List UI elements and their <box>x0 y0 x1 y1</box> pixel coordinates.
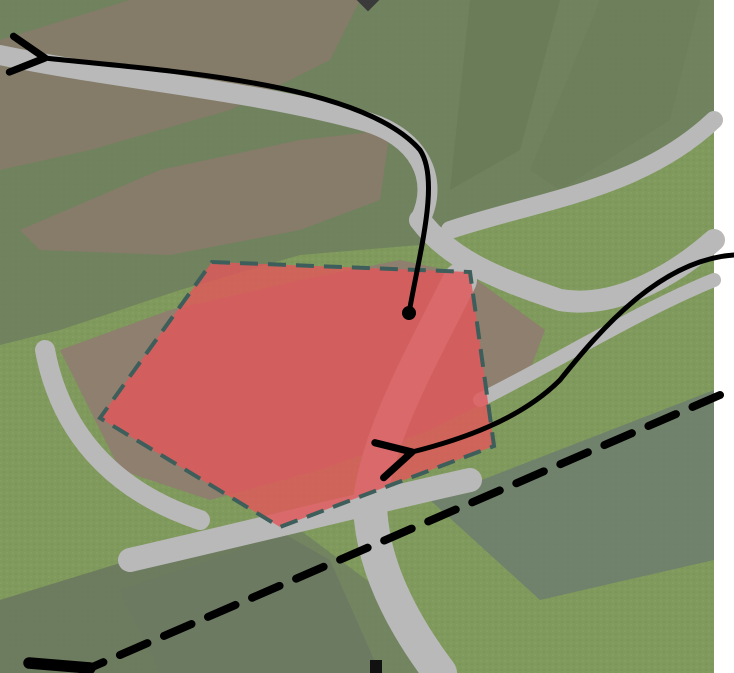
terrace-2 <box>530 0 700 190</box>
bottom-marker-icon <box>370 660 382 673</box>
road-upper-right <box>441 111 723 239</box>
terrace-1 <box>450 0 560 190</box>
right-blank-edge <box>714 0 734 673</box>
road-upper-curve <box>0 45 438 230</box>
annotations <box>5 32 734 673</box>
dashed-arrow-bottom-left <box>23 391 724 673</box>
road-bottom-horizontal <box>118 468 482 572</box>
field-lower-right <box>430 390 714 600</box>
plot-brown-middle <box>20 130 390 255</box>
field-lower-middle <box>120 530 420 673</box>
road-left-arc <box>35 340 210 530</box>
road-right-curve <box>409 209 725 313</box>
arrow-from-right <box>371 252 734 482</box>
arrow-to-top-left <box>5 32 431 316</box>
